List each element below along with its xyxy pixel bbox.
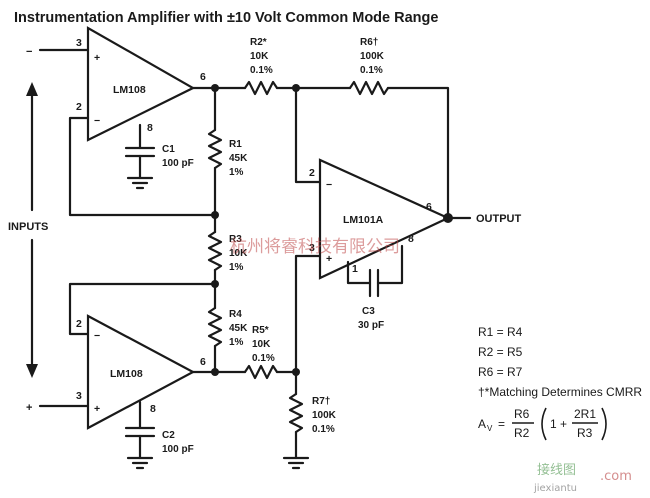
top-plus-sign: + [94, 52, 100, 64]
output-op-amp-label: LM101A [343, 214, 384, 226]
bottom-pin-2: 2 [76, 318, 82, 330]
top-minus-sign: − [94, 115, 100, 127]
r2-resistor [243, 80, 279, 96]
gain-lhs-sub: V [487, 424, 493, 433]
c1-value: 100 pF [162, 158, 194, 169]
output-pin-6: 6 [426, 201, 432, 213]
r2-tol: 0.1% [250, 65, 273, 76]
bottom-minus-sign: − [94, 330, 100, 342]
r4-resistor [207, 306, 223, 348]
note-r1-r4: R1 = R4 [478, 325, 523, 339]
output-pin-8: 8 [408, 233, 414, 245]
inputs-double-arrow-icon [26, 82, 38, 378]
output-op-amp: LM101A − + 2 3 6 8 1 [309, 158, 451, 280]
gain-paren-right [601, 407, 607, 441]
r7-name: R7† [312, 396, 330, 407]
r3-value: 10K [229, 248, 248, 259]
r3-resistor [207, 230, 223, 272]
c3-right-wire [376, 244, 404, 285]
junction-dot [211, 368, 219, 376]
r5-tol: 0.1% [252, 353, 275, 364]
top-pin-8: 8 [147, 122, 153, 134]
note-matching: †*Matching Determines CMRR [478, 385, 642, 399]
gain-inner-den: R3 [577, 426, 593, 440]
gain-formula: A V = R6 R2 1 + 2R1 R3 [478, 407, 607, 441]
c3-value: 30 pF [358, 320, 384, 331]
r6-name: R6† [360, 37, 378, 48]
bottom-pin-6: 6 [200, 356, 206, 368]
r6-resistor [348, 80, 390, 96]
junction-dot [211, 211, 219, 219]
gain-num: R6 [514, 407, 530, 421]
diagram-title: Instrumentation Amplifier with ±10 Volt … [14, 10, 438, 26]
gain-equals: = [498, 417, 505, 431]
r2-value: 10K [250, 51, 269, 62]
gain-paren-left [541, 407, 547, 441]
top-feedback-wire [68, 116, 217, 217]
bottom-op-amp: LM108 − + 2 3 6 8 [76, 314, 206, 430]
output-pin-3: 3 [309, 242, 315, 254]
bottom-op-amp-label: LM108 [110, 368, 143, 380]
r1-value: 45K [229, 153, 248, 164]
r3-tol: 1% [229, 262, 244, 273]
r3-name: R3 [229, 234, 242, 245]
output-plus-sign: + [326, 253, 332, 265]
ground-icon [282, 456, 310, 470]
bottom-plus-sign: + [94, 403, 100, 415]
inputs-label: INPUTS [8, 221, 48, 233]
top-pin-6: 6 [200, 71, 206, 83]
gain-inner-num: 2R1 [574, 407, 596, 421]
r5-resistor [243, 364, 279, 380]
watermark-domain: jiexiantu [533, 483, 577, 494]
r4-name: R4 [229, 309, 242, 320]
ground-icon [126, 176, 154, 190]
r7-resistor [288, 392, 304, 434]
c3-left-wire [346, 260, 372, 285]
watermark-company: 杭州将睿科技有限公司 [230, 237, 400, 257]
c2-value: 100 pF [162, 444, 194, 455]
bottom-feedback-wire [68, 282, 217, 336]
watermark-com: .com [600, 469, 632, 484]
top-op-amp: LM108 + − 3 2 6 8 [76, 26, 206, 142]
r5-name: R5* [252, 325, 269, 336]
top-pin-3: 3 [76, 37, 82, 49]
top-pin-2: 2 [76, 101, 82, 113]
r1-name: R1 [229, 139, 242, 150]
gain-den: R2 [514, 426, 530, 440]
c1-name: C1 [162, 144, 175, 155]
noninv-input-wire [294, 254, 322, 374]
watermark-site: 接线图 [537, 462, 576, 478]
r6-tol: 0.1% [360, 65, 383, 76]
r4-tol: 1% [229, 337, 244, 348]
top-op-amp-label: LM108 [113, 84, 146, 96]
output-minus-sign: − [326, 179, 332, 191]
bottom-input-plus: + [26, 402, 32, 414]
output-pin-1: 1 [352, 263, 358, 275]
r7-value: 100K [312, 410, 337, 421]
c3-name: C3 [362, 306, 375, 317]
bottom-pin-8: 8 [150, 403, 156, 415]
output-pin-2: 2 [309, 167, 315, 179]
r2-name: R2* [250, 37, 267, 48]
r7-tol: 0.1% [312, 424, 335, 435]
gain-one-plus: 1 + [550, 417, 567, 431]
bottom-pin-3: 3 [76, 390, 82, 402]
r5-value: 10K [252, 339, 271, 350]
note-r6-r7: R6 = R7 [478, 365, 523, 379]
r1-resistor [207, 128, 223, 170]
r4-value: 45K [229, 323, 248, 334]
gain-lhs: A [478, 417, 486, 431]
r6-value: 100K [360, 51, 385, 62]
ground-icon [126, 456, 154, 470]
r6-feedback-wire [386, 86, 450, 220]
output-label: OUTPUT [476, 213, 522, 225]
output-node-dot [443, 213, 453, 223]
r1-tol: 1% [229, 167, 244, 178]
c2-name: C2 [162, 430, 175, 441]
inv-input-wire [294, 86, 322, 184]
top-input-minus: − [26, 46, 32, 58]
note-r2-r5: R2 = R5 [478, 345, 523, 359]
